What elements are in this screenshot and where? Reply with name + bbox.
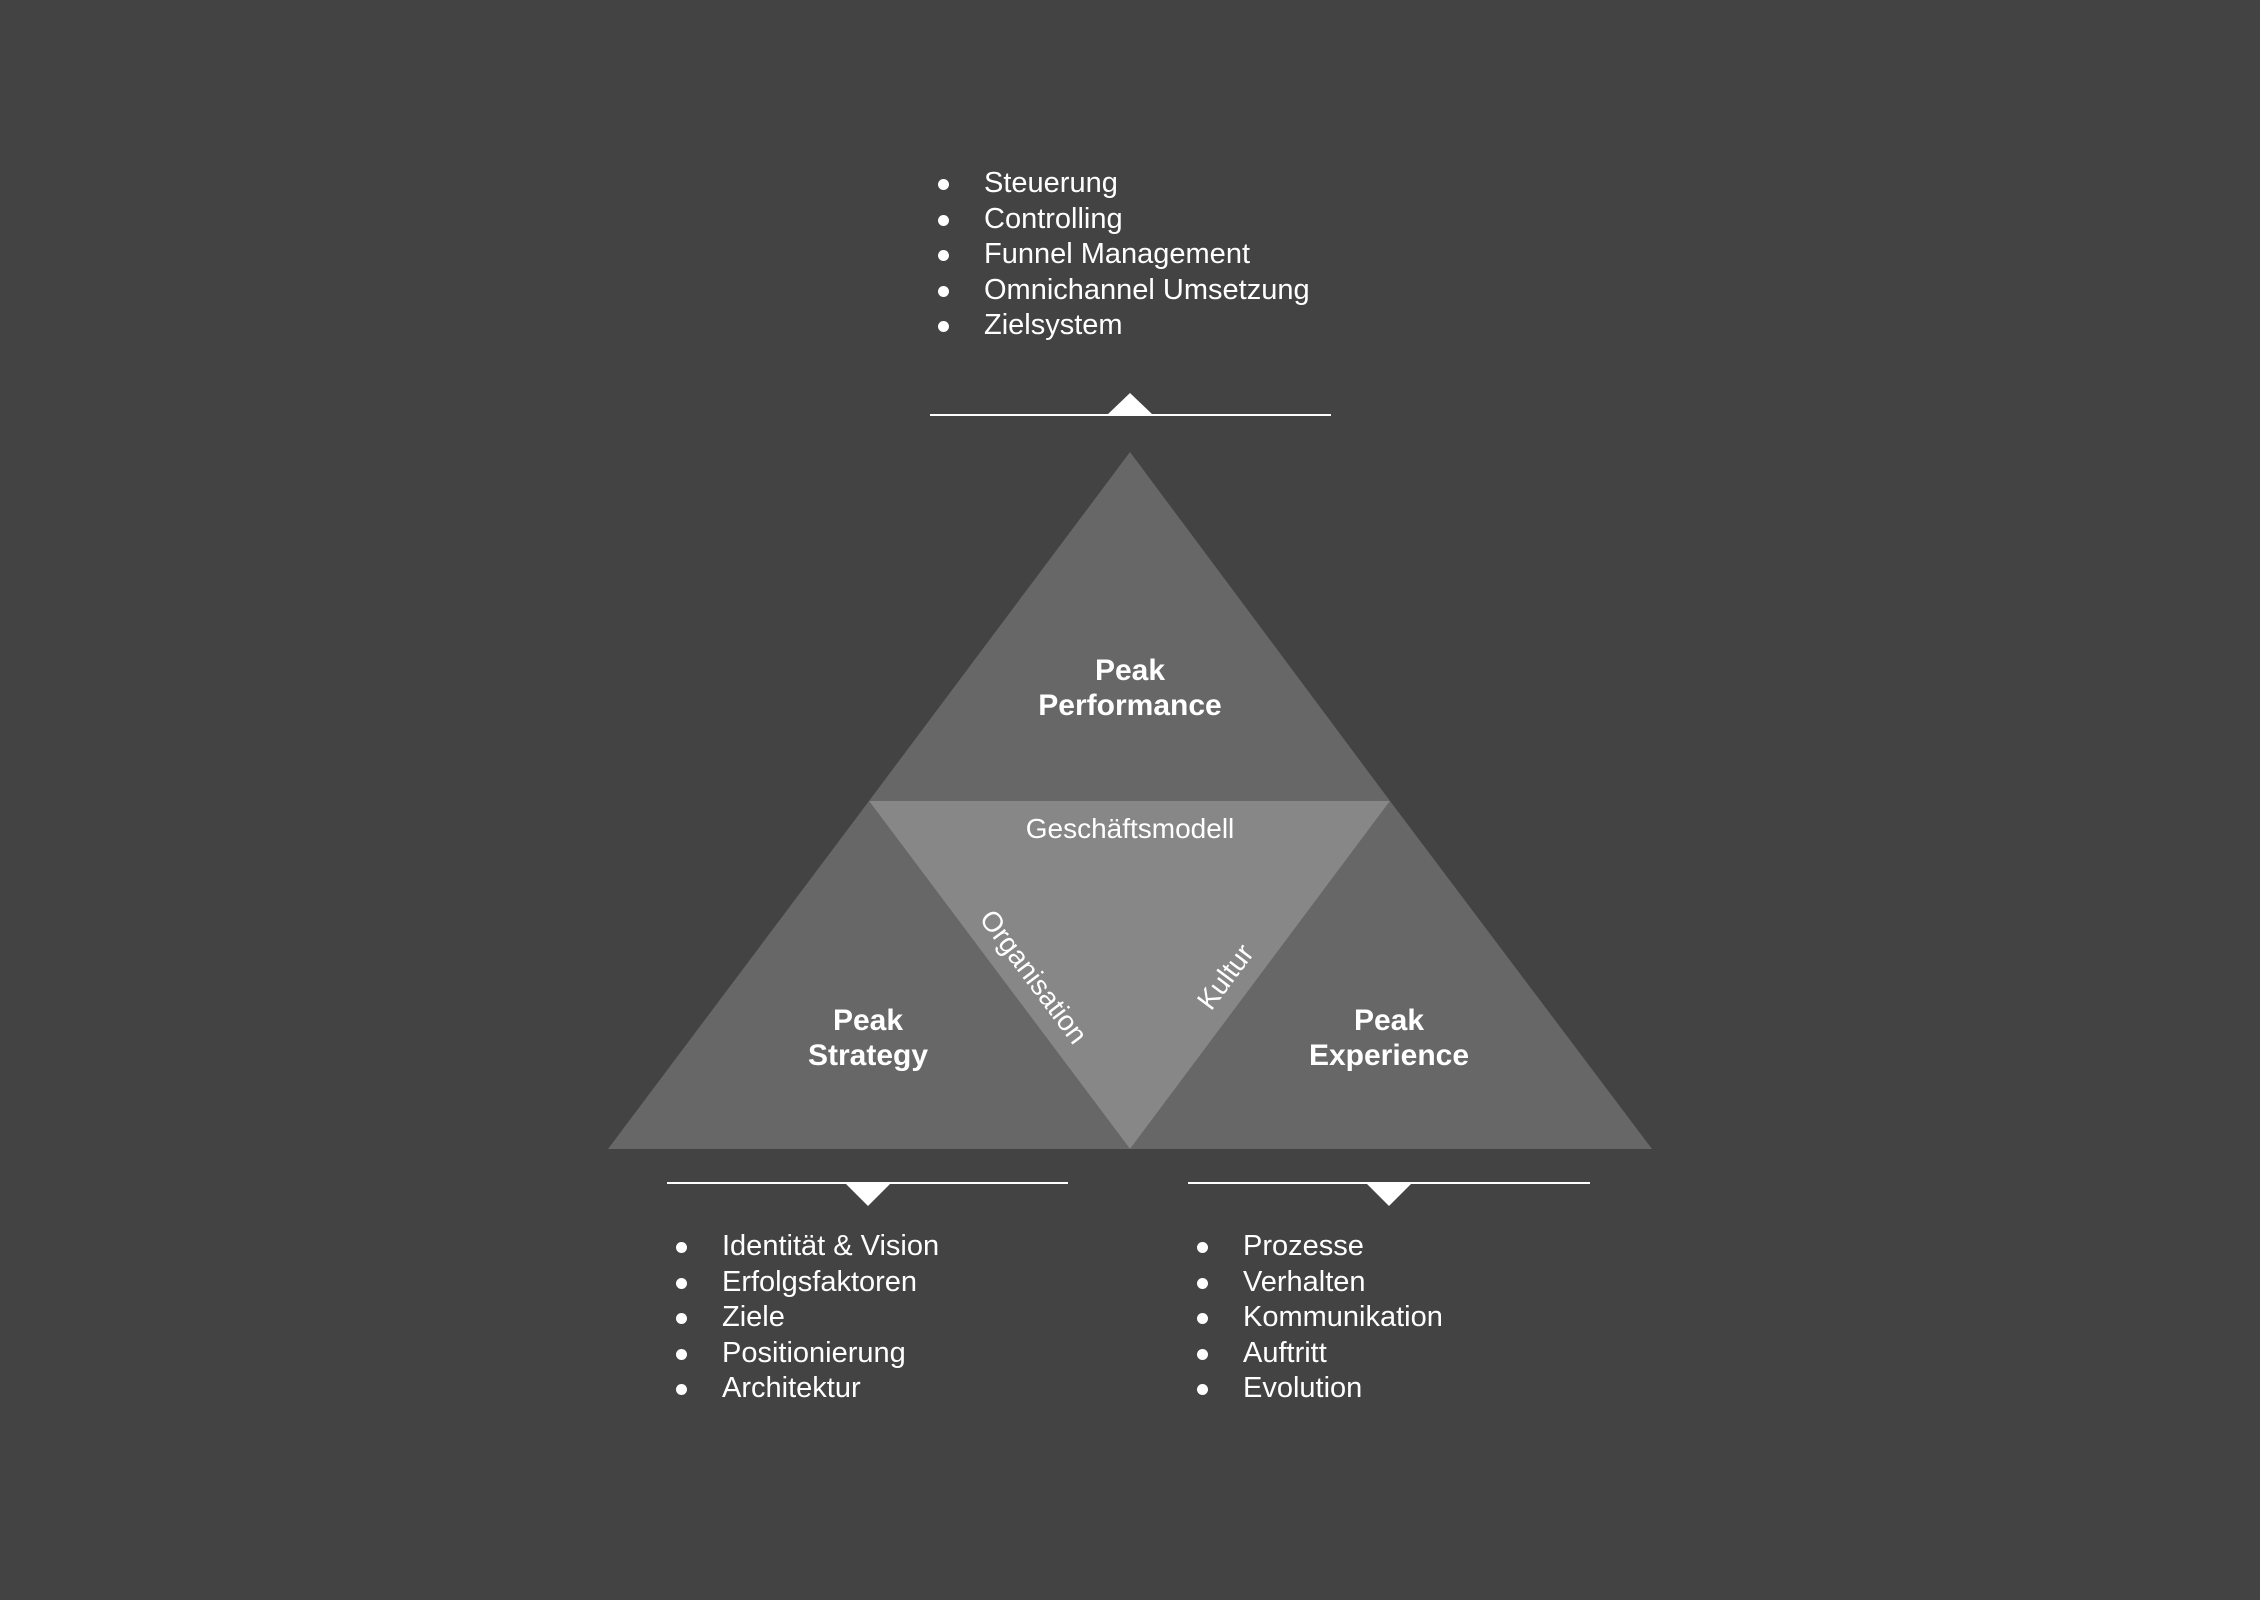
list-item: Positionierung [676, 1336, 939, 1372]
list-item: Zielsystem [938, 308, 1310, 344]
list-item: Evolution [1197, 1371, 1443, 1407]
strategy-bullet-list: Identität & Vision Erfolgsfaktoren Ziele… [676, 1229, 939, 1407]
list-item: Verhalten [1197, 1265, 1443, 1301]
list-item: Prozesse [1197, 1229, 1443, 1265]
geschaeftsmodell-label: Geschäftsmodell [1026, 813, 1235, 844]
list-item: Kommunikation [1197, 1300, 1443, 1336]
list-item: Steuerung [938, 166, 1310, 202]
list-item: Ziele [676, 1300, 939, 1336]
list-item: Omnichannel Umsetzung [938, 273, 1310, 309]
center-segment-geschaeftsmodell [869, 801, 1390, 1149]
peak-performance-title-line2: Performance [1038, 689, 1221, 722]
peak-strategy-title-line2: Strategy [808, 1039, 928, 1072]
performance-bullet-list: Steuerung Controlling Funnel Management … [938, 166, 1310, 344]
peak-experience-title-line1: Peak [1354, 1004, 1424, 1037]
list-item: Auftritt [1197, 1336, 1443, 1372]
list-item: Identität & Vision [676, 1229, 939, 1265]
top-pointer-triangle-icon [1107, 393, 1153, 415]
peak-performance-title-line1: Peak [1095, 654, 1165, 687]
left-segment-peak-strategy [608, 801, 1130, 1149]
peak-strategy-title-line1: Peak [833, 1004, 903, 1037]
list-item: Funnel Management [938, 237, 1310, 273]
right-segment-peak-experience [1130, 801, 1652, 1149]
top-segment-peak-performance [869, 452, 1390, 801]
left-pointer-triangle-icon [845, 1183, 891, 1206]
list-item: Architektur [676, 1371, 939, 1407]
peak-experience-title-line2: Experience [1309, 1039, 1469, 1072]
right-pointer-triangle-icon [1366, 1183, 1412, 1206]
list-item: Controlling [938, 202, 1310, 238]
experience-bullet-list: Prozesse Verhalten Kommunikation Auftrit… [1197, 1229, 1443, 1407]
list-item: Erfolgsfaktoren [676, 1265, 939, 1301]
